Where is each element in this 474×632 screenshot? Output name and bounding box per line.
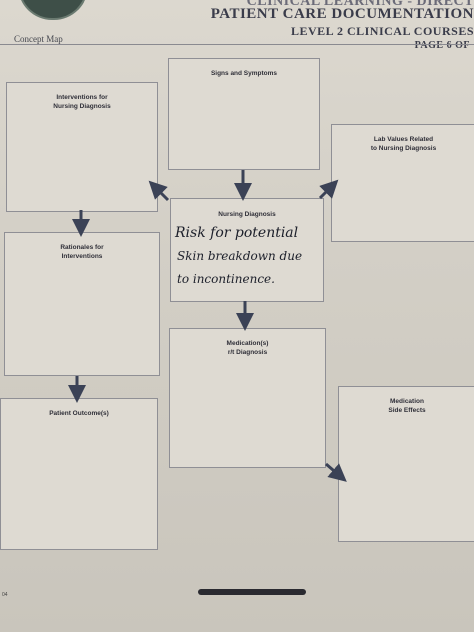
lab-values-label: Lab Values Related to Nursing Diagnosis bbox=[370, 136, 437, 152]
header-line-2: PATIENT CARE DOCUMENTATION bbox=[210, 6, 474, 22]
signs-symptoms-label: Signs and Symptoms bbox=[210, 70, 278, 77]
patient-outcomes-label: Patient Outcome(s) bbox=[49, 410, 109, 417]
corner-mark: 04 bbox=[2, 592, 8, 598]
interventions-label: Interventions for Nursing Diagnosis bbox=[53, 94, 111, 110]
signs-symptoms-box: Signs and Symptoms bbox=[168, 58, 320, 170]
page-number: PAGE 6 OF bbox=[414, 40, 470, 51]
handwritten-line-2: Skin breakdown due bbox=[177, 249, 303, 263]
medications-box: Medication(s) r/t Diagnosis bbox=[169, 328, 326, 468]
rationales-box: Rationales for Interventions bbox=[4, 232, 160, 376]
header-line-1: CLINICAL LEARNING - DIRECT bbox=[246, 0, 474, 9]
arrow-diagnosis-to-labs bbox=[318, 179, 339, 200]
interventions-box: Interventions for Nursing Diagnosis bbox=[6, 82, 158, 212]
side-effects-label: Medication Side Effects bbox=[388, 398, 426, 414]
handwritten-line-1: Risk for potential bbox=[175, 225, 299, 241]
handwritten-line-3: to incontinence. bbox=[177, 272, 275, 286]
side-effects-box: Medication Side Effects bbox=[338, 386, 474, 542]
header-line-3: LEVEL 2 CLINICAL COURSES bbox=[290, 24, 474, 38]
rationales-label: Rationales for Interventions bbox=[60, 244, 104, 260]
arrow-diagnosis-to-interventions bbox=[148, 180, 170, 202]
medications-label: Medication(s) r/t Diagnosis bbox=[226, 340, 269, 356]
arrow-medications-to-side-effects bbox=[325, 462, 347, 482]
header-divider bbox=[0, 44, 474, 45]
nursing-diagnosis-label: Nursing Diagnosis bbox=[218, 211, 276, 218]
nursing-diagnosis-box: Nursing Diagnosis Risk for potential Ski… bbox=[170, 198, 324, 302]
lab-values-box: Lab Values Related to Nursing Diagnosis bbox=[331, 124, 474, 242]
patient-outcomes-box: Patient Outcome(s) bbox=[0, 398, 158, 550]
concept-map-label: Concept Map bbox=[14, 34, 63, 44]
redacted-name-scribble bbox=[198, 589, 306, 595]
